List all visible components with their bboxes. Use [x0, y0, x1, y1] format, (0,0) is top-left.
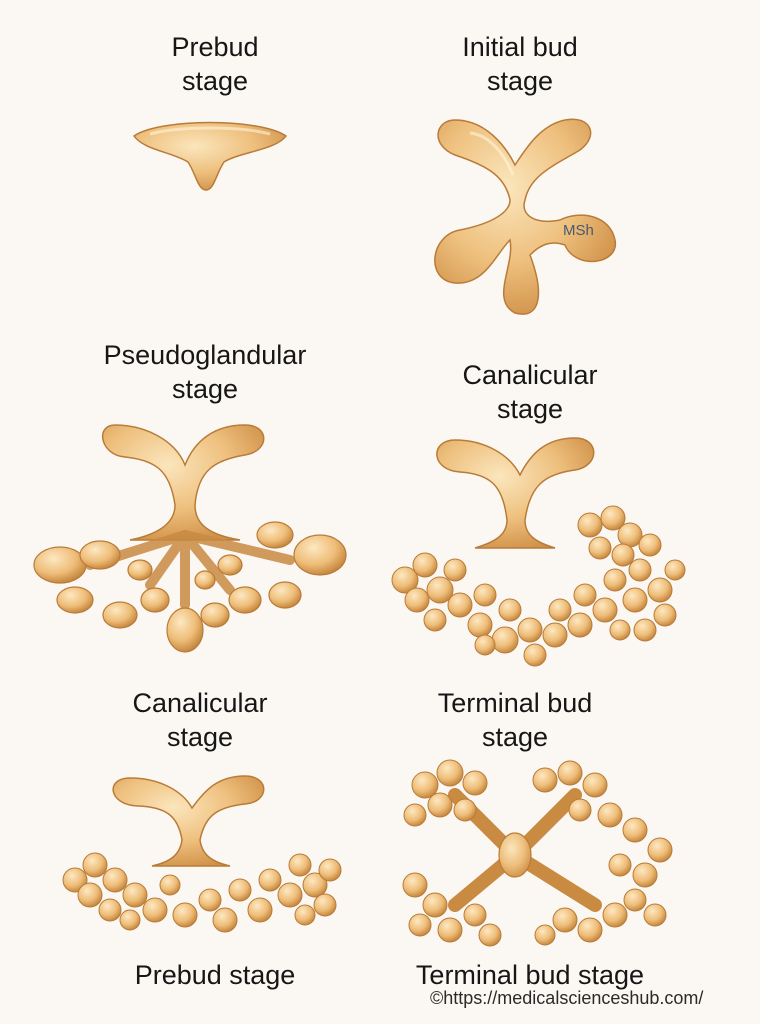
source-credit: ©https://medicalscienceshub.com/: [430, 988, 704, 1008]
caption-terminal-bud-stage: Terminal bud stage: [415, 960, 645, 990]
prebud-illustration: [132, 121, 288, 191]
canalicular-top-illustration: [391, 437, 686, 667]
pseudoglandular-illustration: [33, 424, 347, 653]
canalicular-bottom-illustration: [62, 775, 342, 933]
initial-bud-illustration: MSh: [434, 118, 616, 315]
caption-prebud-stage: Prebud stage: [134, 960, 296, 990]
terminal-bud-illustration: [402, 759, 673, 947]
msh-annotation: MSh: [563, 222, 594, 239]
